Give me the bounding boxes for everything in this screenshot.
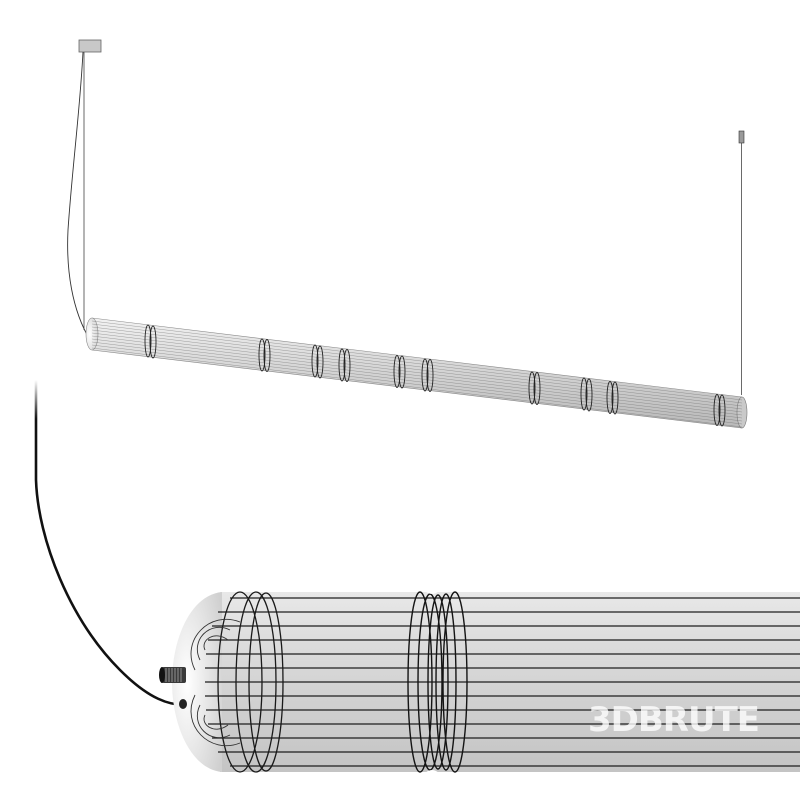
power-cable-thin — [67, 51, 91, 341]
power-cable-detail — [34, 380, 186, 707]
tube-full-view — [85, 317, 748, 429]
tube-detail-view — [172, 590, 800, 774]
ceiling-canopy-left — [78, 39, 102, 53]
cable-gland — [159, 667, 186, 683]
cable-entry-point — [179, 699, 187, 709]
watermark-text: 3DBRUTE — [588, 700, 760, 740]
ceiling-anchor-right — [738, 130, 745, 144]
